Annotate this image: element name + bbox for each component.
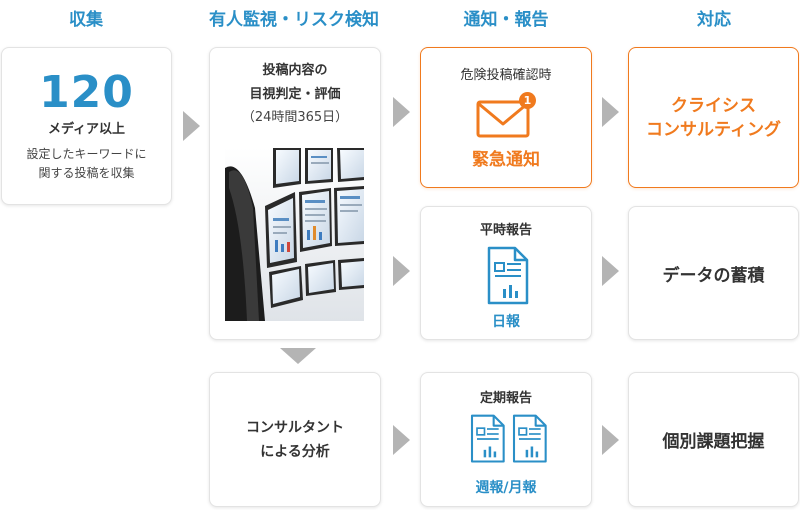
data-accumulation-card: データの蓄積 xyxy=(628,206,799,340)
arrow-monitor-to-analysis xyxy=(280,348,316,364)
alert-title: 危険投稿確認時 xyxy=(460,68,552,83)
media-count: 120 xyxy=(39,66,134,118)
alert-card: 危険投稿確認時 1 緊急通知 xyxy=(420,47,592,188)
monitor-line2: 目視判定・評価 xyxy=(249,87,341,102)
report-document-icon xyxy=(483,245,531,307)
individual-issues-label: 個別課題把握 xyxy=(662,432,765,452)
notification-badge-count: 1 xyxy=(523,94,532,107)
alert-label: 緊急通知 xyxy=(472,150,540,170)
arrow-periodic-to-individual xyxy=(602,425,619,455)
arrow-analysis-to-periodic xyxy=(393,425,410,455)
arrow-monitor-to-daily xyxy=(393,256,410,286)
monthly-report-document-icon xyxy=(509,413,549,465)
column-header-respond: 対応 xyxy=(697,10,731,30)
collect-desc-line2: 関する投稿を収集 xyxy=(38,165,135,180)
daily-report-label: 日報 xyxy=(492,314,520,330)
analysis-line1: コンサルタント xyxy=(246,419,344,436)
column-header-monitor: 有人監視・リスク検知 xyxy=(209,10,379,30)
monitor-line1: 投稿内容の xyxy=(262,63,328,78)
collect-desc-line1: 設定したキーワードに xyxy=(26,146,147,161)
periodic-report-label: 週報/月報 xyxy=(475,480,537,496)
crisis-line1: クライシス xyxy=(671,95,756,116)
monitor-line3: （24時間365日） xyxy=(241,110,349,125)
data-accumulation-label: データの蓄積 xyxy=(662,265,765,286)
weekly-report-document-icon xyxy=(467,413,507,465)
analysis-line2: による分析 xyxy=(260,443,330,460)
crisis-consulting-card: クライシス コンサルティング xyxy=(628,47,799,188)
daily-report-title: 平時報告 xyxy=(479,223,532,238)
arrow-monitor-to-alert xyxy=(393,97,410,127)
media-unit: メディア以上 xyxy=(47,121,126,137)
monitoring-screens-photo xyxy=(225,148,364,321)
column-header-notify: 通知・報告 xyxy=(463,10,549,30)
analysis-card: コンサルタント による分析 xyxy=(209,372,381,507)
column-header-collect: 収集 xyxy=(69,10,103,30)
arrow-alert-to-crisis xyxy=(602,97,619,127)
daily-report-card: 平時報告 日報 xyxy=(420,206,592,340)
periodic-report-title: 定期報告 xyxy=(479,391,532,406)
collect-card: 120 メディア以上 設定したキーワードに 関する投稿を収集 xyxy=(1,47,172,205)
crisis-line2: コンサルティング xyxy=(646,119,781,140)
arrow-daily-to-data xyxy=(602,256,619,286)
arrow-collect-to-monitor xyxy=(183,111,200,141)
mail-icon xyxy=(475,92,537,140)
periodic-report-card: 定期報告 週報/月報 xyxy=(420,372,592,507)
individual-issues-card: 個別課題把握 xyxy=(628,372,799,507)
notification-badge-icon: 1 xyxy=(519,92,536,109)
